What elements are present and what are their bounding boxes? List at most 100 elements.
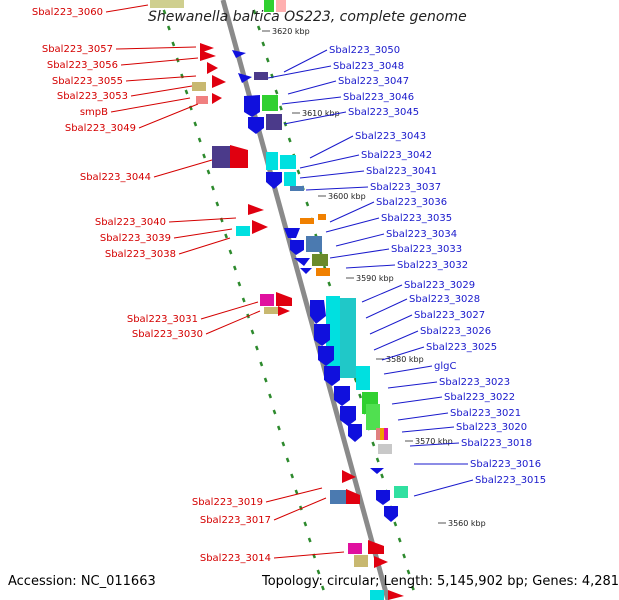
feature-gene <box>348 424 362 442</box>
feature-gene <box>318 214 326 220</box>
feature-gene <box>212 75 226 88</box>
feature-gene <box>150 0 184 8</box>
track-dash <box>184 89 189 95</box>
feature-gene <box>196 96 208 104</box>
track-dash <box>410 585 415 591</box>
gene-label-left: Sbal223_3040 <box>95 217 166 228</box>
label-connector <box>381 346 425 361</box>
feature-gene <box>284 172 296 186</box>
gene-label-right: Sbal223_3015 <box>475 475 546 486</box>
label-connector <box>115 46 197 50</box>
scale-tick-label: 3560 kbp <box>448 519 486 528</box>
accession-text: Accession: NC_011663 <box>8 574 156 589</box>
scale-tick-label: 3570 kbp <box>415 437 453 446</box>
track-dash <box>371 441 376 447</box>
gene-label-right: Sbal223_3025 <box>426 342 497 353</box>
gene-label-right: Sbal223_3023 <box>439 377 510 388</box>
feature-gene <box>354 555 368 567</box>
label-connector <box>325 217 380 233</box>
label-connector <box>397 412 449 421</box>
label-connector <box>205 310 261 335</box>
track-dash <box>210 185 215 191</box>
label-connector <box>273 497 327 521</box>
track-dash <box>241 297 246 303</box>
label-connector <box>413 479 474 497</box>
track-dash <box>215 201 220 207</box>
label-connector <box>200 301 259 320</box>
feature-gene <box>254 72 268 80</box>
track-dash <box>285 457 290 463</box>
gene-label-right: Sbal223_3027 <box>414 310 485 321</box>
feature-gene <box>300 268 312 274</box>
gene-label-left: Sbal223_3039 <box>100 233 171 244</box>
label-connector <box>299 170 365 179</box>
feature-gene <box>356 366 370 390</box>
summary-text: Topology: circular; Length: 5,145,902 bp… <box>262 574 619 589</box>
gene-label-right: Sbal223_3045 <box>348 107 419 118</box>
track-dash <box>290 473 295 479</box>
feature-gene <box>252 220 268 234</box>
feature-gene <box>212 146 230 168</box>
track-dash <box>252 9 257 15</box>
feature-gene <box>388 590 404 600</box>
gene-label-left: Sbal223_3057 <box>42 44 113 55</box>
feature-gene <box>334 386 350 406</box>
track-dash <box>256 25 261 31</box>
gene-label-left: Sbal223_3053 <box>57 91 128 102</box>
feature-gene <box>306 236 322 252</box>
track-dash <box>202 153 207 159</box>
feature-gene <box>384 428 388 440</box>
scale-tick-label: 3600 kbp <box>328 192 366 201</box>
label-connector <box>373 330 419 351</box>
gene-label-right: Sbal223_3033 <box>391 244 462 255</box>
gene-label-right: Sbal223_3046 <box>343 92 414 103</box>
feature-gene <box>238 73 252 83</box>
right-gene-labels: Sbal223_3050Sbal223_3048Sbal223_3047Sbal… <box>267 45 546 497</box>
track-dash <box>265 57 270 63</box>
feature-gene <box>244 95 260 117</box>
scale-tick-label: 3590 kbp <box>356 274 394 283</box>
feature-gene <box>248 117 264 134</box>
track-dash <box>380 473 385 479</box>
gene-label-left: Sbal223_3055 <box>52 76 123 87</box>
gene-label-left: Sbal223_3038 <box>105 249 176 260</box>
gene-label-right: Sbal223_3048 <box>333 61 404 72</box>
gene-label-right: Sbal223_3047 <box>338 76 409 87</box>
label-connector <box>173 228 233 239</box>
feature-gene <box>300 218 314 224</box>
scale-tick-label: 3620 kbp <box>272 27 310 36</box>
feature-gene <box>380 428 384 440</box>
scale-tick-label: 3580 kbp <box>386 355 424 364</box>
gene-label-left: Sbal223_3031 <box>127 314 198 325</box>
gene-label-left: Sbal223_3049 <box>65 123 136 134</box>
track-dash <box>228 249 233 255</box>
label-connector <box>125 75 197 82</box>
label-connector <box>409 442 460 447</box>
track-dash <box>278 105 283 111</box>
gene-label-right: Sbal223_3041 <box>366 166 437 177</box>
label-connector <box>365 298 408 319</box>
track-dash <box>274 89 279 95</box>
feature-gene <box>248 204 264 215</box>
track-dash <box>254 345 259 351</box>
feature-gene <box>366 404 380 430</box>
feature-gene <box>200 50 216 61</box>
label-connector <box>178 237 231 255</box>
gene-label-left: Sbal223_3044 <box>80 172 151 183</box>
feature-gene <box>212 93 222 104</box>
feature-gene <box>266 152 278 170</box>
gene-label-left: Sbal223_3017 <box>200 515 271 526</box>
track-dash <box>276 425 281 431</box>
gene-label-right: Sbal223_3022 <box>444 392 515 403</box>
feature-gene <box>262 95 278 111</box>
feature-gene <box>340 298 356 378</box>
feature-gene <box>370 590 384 600</box>
track-dash <box>307 537 312 543</box>
gene-label-left: Sbal223_3030 <box>132 329 203 340</box>
track-dash <box>320 585 325 591</box>
gene-label-right: Sbal223_3021 <box>450 408 521 419</box>
feature-gene <box>312 254 328 266</box>
feature-gene <box>368 540 384 554</box>
feature-gene <box>342 470 356 483</box>
track-dash <box>206 169 211 175</box>
